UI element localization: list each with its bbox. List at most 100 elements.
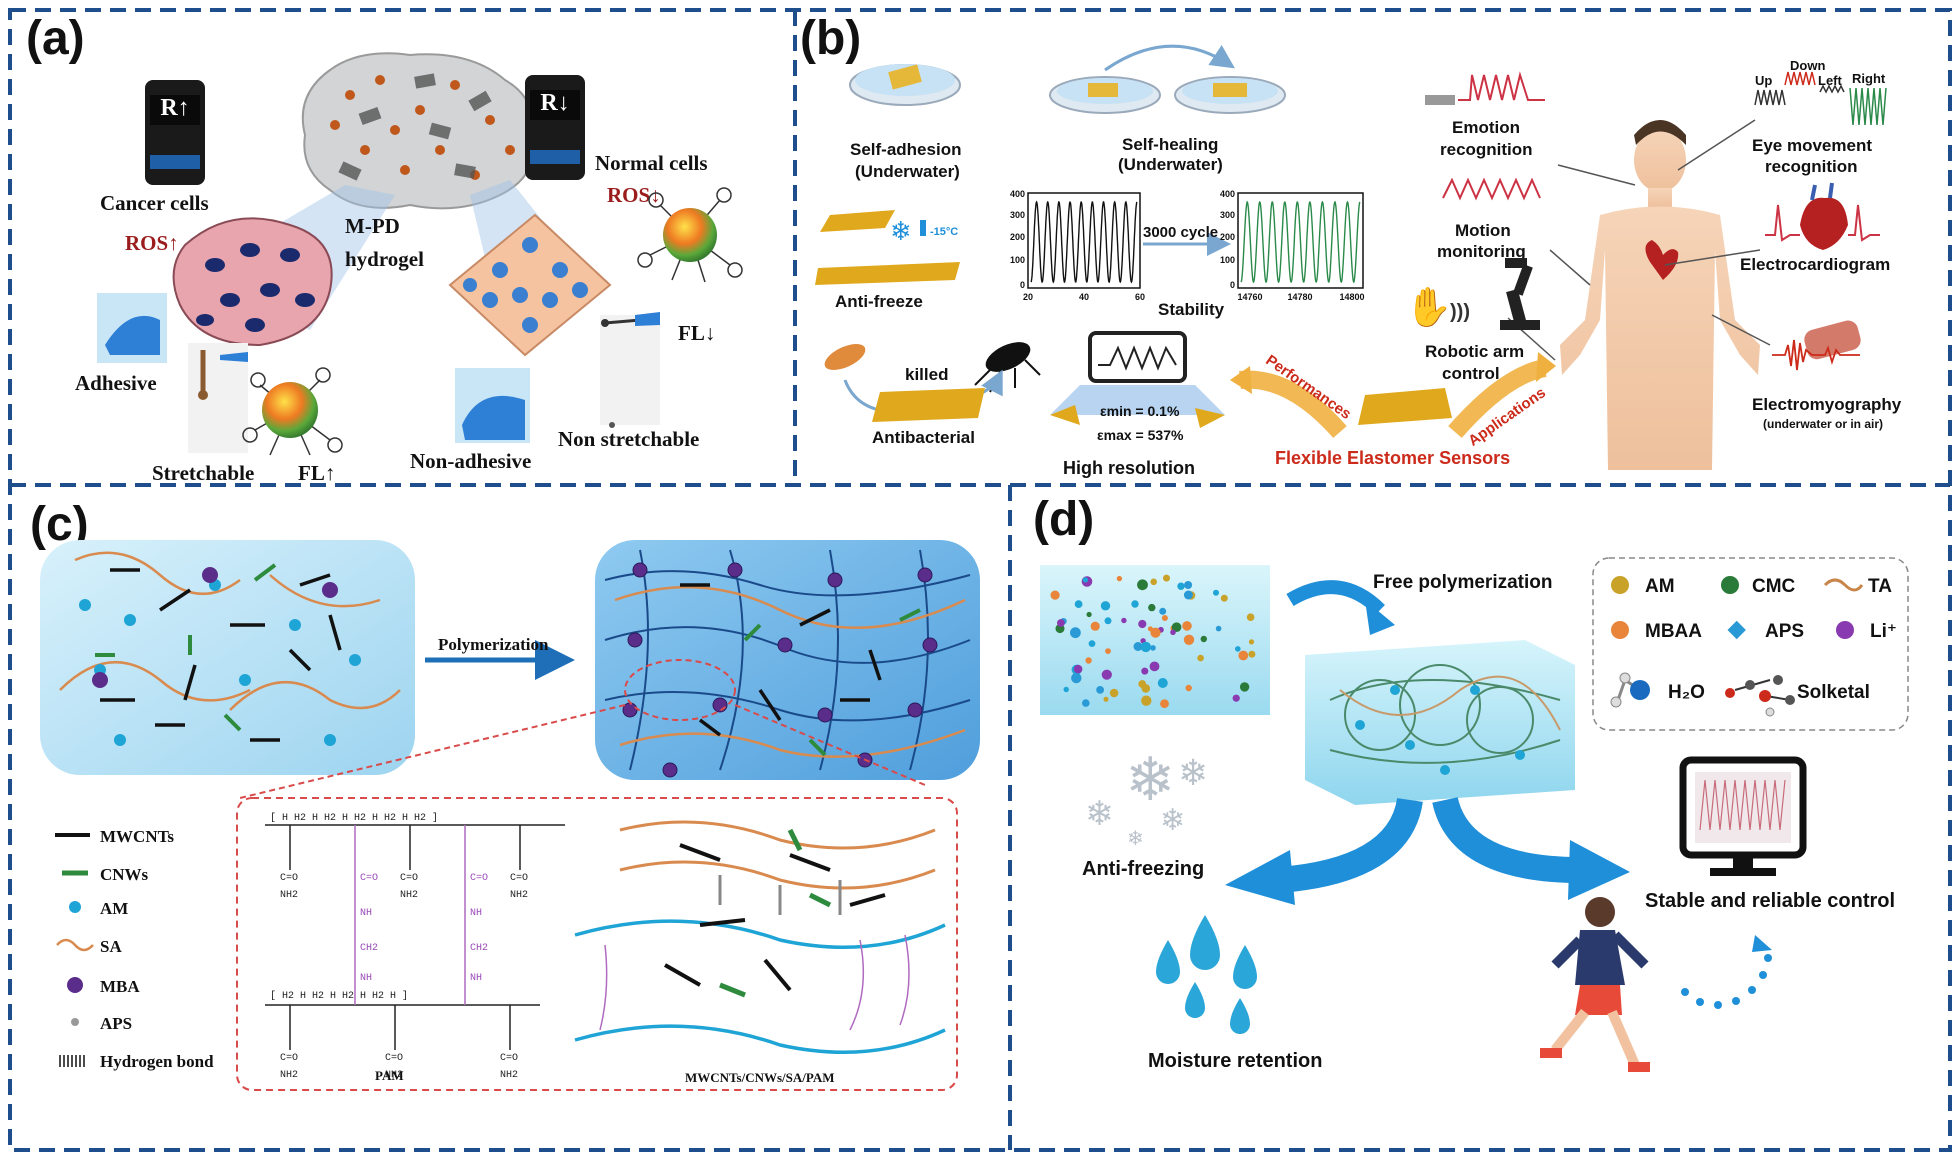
svg-text:❄: ❄ bbox=[1085, 795, 1114, 833]
svg-text:CH2: CH2 bbox=[360, 943, 378, 954]
svg-text:C=O: C=O bbox=[400, 873, 418, 884]
legend-d-mbaa-swatch bbox=[1611, 621, 1629, 639]
cycle-label: 3000 cycle bbox=[1143, 224, 1218, 241]
precursor-particle bbox=[1159, 607, 1167, 615]
nanoparticle-left-icon bbox=[242, 367, 343, 456]
antibacterial-label: Antibacterial bbox=[872, 428, 975, 447]
svg-text:NH: NH bbox=[470, 973, 482, 984]
plot1-xtick: 40 bbox=[1079, 292, 1089, 302]
panel-a-label: (a) bbox=[26, 12, 85, 65]
panel-c: (c) bbox=[30, 498, 980, 1091]
phone-right: R↓ bbox=[525, 75, 585, 180]
self-adhesion-sub: (Underwater) bbox=[855, 162, 960, 181]
emotion-signal bbox=[1425, 71, 1545, 105]
solketal-molecule-icon bbox=[1725, 675, 1795, 717]
svg-text:C=O: C=O bbox=[280, 1053, 298, 1064]
precursor-particle bbox=[1160, 699, 1169, 709]
plot1-ytick: 400 bbox=[1010, 189, 1025, 199]
runner-icon bbox=[1540, 897, 1650, 1072]
emotion-label: Emotion bbox=[1452, 118, 1520, 137]
hand-icon: ✋ bbox=[1405, 285, 1452, 329]
legend-hbond-swatch bbox=[59, 1055, 85, 1067]
precursor-particle bbox=[1141, 667, 1149, 675]
non-adhesive-label: Non-adhesive bbox=[410, 449, 531, 473]
legend-d-am: AM bbox=[1645, 576, 1675, 597]
svg-text:NH: NH bbox=[360, 908, 372, 919]
panel-d-label: (d) bbox=[1033, 493, 1094, 546]
motion-label-2: monitoring bbox=[1437, 242, 1526, 261]
precursor-particle bbox=[1170, 629, 1176, 636]
legend-mba: MBA bbox=[100, 977, 140, 996]
precursor-particle bbox=[1109, 688, 1119, 698]
petri-dish-adhesion bbox=[849, 64, 961, 106]
anti-freezing-label: Anti-freezing bbox=[1082, 858, 1204, 880]
composite-network bbox=[574, 820, 946, 1055]
precursor-particle bbox=[1085, 657, 1092, 664]
svg-text:C=O: C=O bbox=[280, 873, 298, 884]
precursor-particle bbox=[1150, 578, 1157, 586]
panel-d-legend-box bbox=[1592, 557, 1909, 731]
precursor-particle bbox=[1149, 661, 1160, 672]
self-adhesion-label: Self-adhesion bbox=[850, 140, 961, 159]
svg-text:❄: ❄ bbox=[1127, 828, 1144, 850]
svg-text:[ H H2 H H2 H H2 H H: [ H H2 H H2 H H2 H H2 H H2 ] bbox=[270, 812, 438, 824]
svg-text:❄: ❄ bbox=[1178, 752, 1208, 793]
precursor-particle bbox=[1071, 672, 1082, 684]
panel-borders bbox=[8, 8, 1952, 1152]
petri-dish-healing-1 bbox=[1049, 76, 1161, 114]
polymerized-gel-block bbox=[595, 540, 980, 780]
legend-am-swatch bbox=[69, 901, 81, 913]
eye-label: Eye movement bbox=[1752, 136, 1872, 155]
nanoparticle-right-icon bbox=[637, 187, 743, 283]
free-polymerization-arrow bbox=[1286, 580, 1385, 616]
legend-d-mbaa: MBAA bbox=[1645, 621, 1702, 642]
ros-up-label: ROS↑ bbox=[125, 231, 179, 255]
svg-text:C=O: C=O bbox=[500, 1053, 518, 1064]
composite-label: MWCNTs/CNWs/SA/PAM bbox=[685, 1070, 835, 1085]
hydrogel-label-1: M-PD bbox=[345, 214, 400, 238]
bacteria-icon bbox=[824, 344, 866, 370]
eps-min-label: εmin = 0.1% bbox=[1100, 403, 1180, 419]
polymerization-label: Polymerization bbox=[438, 635, 549, 654]
normal-cells-grid bbox=[448, 213, 612, 357]
precursor-gel-block bbox=[40, 540, 415, 775]
svg-text:NH: NH bbox=[470, 908, 482, 919]
cancer-cells-cluster bbox=[172, 217, 333, 347]
pam-structure: [ H H2 H H2 H H2 H H2 H H2 ] [ H2 H H2 H… bbox=[265, 812, 565, 1081]
applications-arrow bbox=[1448, 359, 1547, 438]
precursor-particle bbox=[1232, 694, 1240, 702]
panel-b: (b) Self-adhesion (Underwater) Self-heal… bbox=[800, 12, 1902, 478]
legend-d-cmc: CMC bbox=[1752, 576, 1796, 597]
signal-waves-icon: ))) bbox=[1450, 301, 1470, 323]
legend-d-ta-swatch bbox=[1823, 578, 1864, 592]
legend-d-h2o: H₂O bbox=[1668, 682, 1705, 703]
precursor-particle bbox=[1073, 664, 1083, 674]
precursor-particle bbox=[1057, 619, 1065, 627]
normal-cells-label: Normal cells bbox=[595, 151, 708, 175]
plot2-ytick: 300 bbox=[1220, 210, 1235, 220]
plot1-ytick: 0 bbox=[1020, 280, 1025, 290]
precursor-particle bbox=[1101, 669, 1112, 680]
legend-sa-swatch bbox=[56, 938, 94, 952]
emg-signal bbox=[1772, 320, 1861, 371]
precursor-particle bbox=[1050, 590, 1060, 600]
plot2-xtick: 14800 bbox=[1339, 292, 1364, 302]
svg-text:C=O: C=O bbox=[510, 873, 528, 884]
ecg-label: Electrocardiogram bbox=[1740, 255, 1890, 274]
precursor-particle bbox=[1131, 600, 1139, 608]
dotted-cycle-arrow bbox=[1681, 935, 1772, 1009]
precursor-particle bbox=[1248, 650, 1256, 658]
svg-text:CH2: CH2 bbox=[470, 943, 488, 954]
legend-am: AM bbox=[100, 899, 128, 918]
plot1-xtick: 60 bbox=[1135, 292, 1145, 302]
plot2-xtick: 14760 bbox=[1237, 292, 1262, 302]
precursor-particle bbox=[1235, 646, 1241, 652]
precursor-particle bbox=[1220, 594, 1228, 602]
precursor-particle bbox=[1148, 603, 1156, 612]
legend-d-aps: APS bbox=[1765, 621, 1804, 642]
precursor-particle bbox=[1197, 654, 1204, 662]
high-resolution-label: High resolution bbox=[1063, 458, 1195, 478]
stretchable-label: Stretchable bbox=[152, 461, 254, 485]
legend-d-solketal: Solketal bbox=[1797, 682, 1870, 703]
